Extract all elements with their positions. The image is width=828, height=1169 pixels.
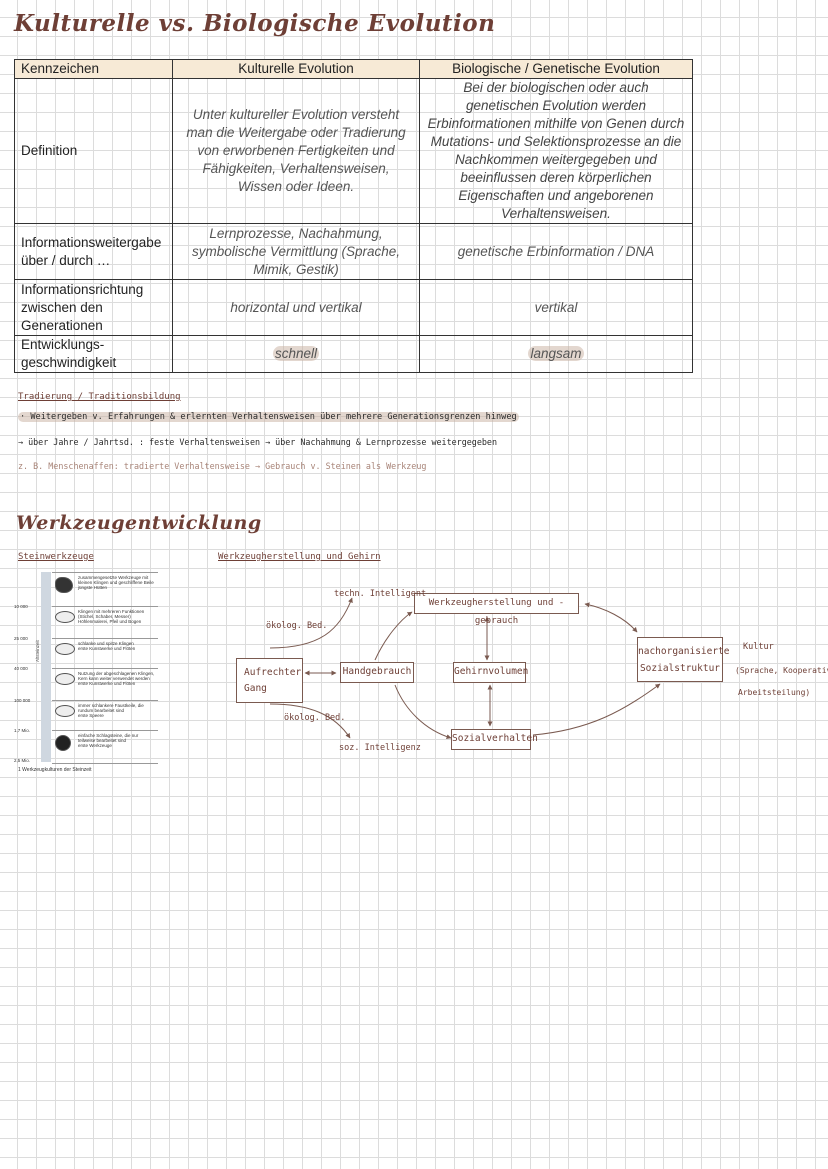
diagram-arrows [269, 597, 661, 740]
arrow-sozial-nachorg [532, 683, 661, 736]
row-sub: erste Werkzeuge [78, 743, 112, 748]
table-row: Entwicklungs-geschwindigkeit schnell lan… [14, 335, 693, 373]
arrow-werkzeug-nachorg [584, 602, 638, 633]
highlight: schnell [272, 346, 320, 361]
section-title: Werkzeugentwicklung [16, 512, 262, 534]
row-biological: Bei der biologischen oder auch genetisch… [419, 78, 693, 224]
werkzeugherstellung-heading: Werkzeugherstellung und Gehirn [218, 552, 381, 562]
stone-tool-icon [55, 577, 73, 593]
tradierung-line-3: z. B. Menschenaffen: tradierte Verhalten… [18, 461, 427, 471]
row-sub: jüngste Hütten [78, 585, 108, 590]
node-gehirnvolumen: Gehirnvolumen [453, 662, 528, 683]
table-row: Informationsweitergabe über / durch … Le… [14, 223, 693, 280]
row-desc: immer schlankere Faustkeile, die rundum … [78, 703, 144, 713]
row-biological: genetische Erbinformation / DNA [419, 223, 693, 280]
arrow-hand-sozial [394, 684, 452, 740]
row-biological: langsam [419, 335, 693, 373]
stone-tool-icon [55, 611, 75, 623]
label-kultur-2: (Sprache, Kooperative [735, 666, 828, 675]
figure-caption: 1 Werkzeugkulturen der Steinzeit [18, 767, 92, 773]
highlight: langsam [528, 346, 584, 361]
label-oekolog-1: ökolog. Bed. [266, 621, 328, 631]
year-label: 100 000 [14, 698, 31, 703]
figure-axis [41, 572, 51, 762]
figure-row: zusammengesetzte Werkzeuge mit kleinen K… [52, 572, 158, 607]
label-soz: soz. Intelligenz [339, 743, 421, 753]
year-label: 1,7 Mio. [14, 728, 31, 733]
year-label: 40 000 [14, 666, 28, 671]
row-cultural: horizontal und vertikal [172, 279, 420, 336]
figure-row: einfache Schlagsteine, die nur teilweise… [52, 730, 158, 764]
row-desc: Klingen mit mehreren Funktionen (Stichel… [78, 609, 145, 619]
label-oekolog-2: ökolog. Bed. [284, 713, 346, 723]
year-label: 2,5 Mio. [14, 758, 31, 763]
figure-row: Nutzung der abgeschlagenen Klingen, Kern… [52, 668, 158, 701]
highlight: · Weitergeben v. Erfahrungen & erlernten… [18, 412, 519, 422]
row-sub: erste Kunstwerke und Flöten [78, 646, 136, 651]
row-desc: zusammengesetzte Werkzeuge mit kleinen K… [78, 575, 154, 585]
tradierung-line-1: · Weitergeben v. Erfahrungen & erlernten… [18, 412, 519, 422]
tradierung-line-2: → über Jahre / Jahrtsd. : feste Verhalte… [18, 437, 498, 447]
row-desc: schlanke und spitze Klingen [78, 641, 134, 646]
stone-tool-icon [55, 705, 75, 717]
row-key: Informationsrichtung zwischen den Genera… [14, 279, 173, 336]
node-nachorganisierte-sozialstruktur: nachorganisierte Sozialstruktur [637, 637, 730, 682]
arrow-techn [269, 597, 353, 649]
page-title: Kulturelle vs. Biologische Evolution [14, 10, 496, 37]
steinwerkzeuge-heading: Steinwerkzeuge [18, 552, 94, 562]
row-sub: Höhlenmalerei, Pfeil und Bogen [78, 619, 142, 624]
row-sub: erste Speere [78, 713, 104, 718]
figure-row: immer schlankere Faustkeile, die rundum … [52, 700, 158, 731]
row-desc: Nutzung der abgeschlagenen Klingen, Kern… [78, 671, 155, 681]
node-label: nachorganisierte [638, 646, 730, 657]
row-sub: erste Kunstwerke und Flöten [78, 681, 136, 686]
label-kultur-1: Kultur [743, 642, 774, 652]
row-cultural: Lernprozesse, Nachahmung, symbolische Ve… [172, 223, 420, 280]
row-desc: einfache Schlagsteine, die nur teilweise… [78, 733, 139, 743]
label-kultur-3: Arbeitsteilung) [738, 688, 811, 697]
year-label: 25 000 [14, 636, 28, 641]
stone-tool-icon [55, 643, 75, 655]
table-row: Informationsrichtung zwischen den Genera… [14, 279, 693, 336]
row-key: Informationsweitergabe über / durch … [14, 223, 173, 280]
header-kulturelle: Kulturelle Evolution [172, 59, 420, 79]
arrow-soz [269, 703, 351, 739]
node-handgebrauch: Handgebrauch [340, 662, 414, 683]
table-header-row: Kennzeichen Kulturelle Evolution Biologi… [14, 59, 693, 79]
stone-tool-icon [55, 673, 75, 685]
tradierung-heading: Tradierung / Traditionsbildung [18, 392, 181, 402]
node-label: Aufrechter Gang [244, 667, 302, 694]
arrow-hand-werkzeug [374, 611, 413, 661]
evolution-comparison-table: Kennzeichen Kulturelle Evolution Biologi… [14, 59, 693, 373]
figure-row: Klingen mit mehreren Funktionen (Stichel… [52, 606, 158, 639]
year-label: 10 000 [14, 604, 28, 609]
node-label: Sozialstruktur [639, 663, 721, 674]
row-cultural: schnell [172, 335, 420, 373]
node-werkzeugherstellung: Werkzeugherstellung und -gebrauch [414, 593, 579, 626]
label-techn: techn. Intelligent [334, 589, 427, 599]
node-sozialverhalten: Sozialverhalten [451, 729, 538, 750]
stone-tool-icon [55, 735, 71, 751]
stone-age-figure: Altsteinzeit zusammengesetzte Werkzeuge … [14, 572, 158, 767]
node-aufrechter-gang: Aufrechter Gang [236, 658, 303, 703]
